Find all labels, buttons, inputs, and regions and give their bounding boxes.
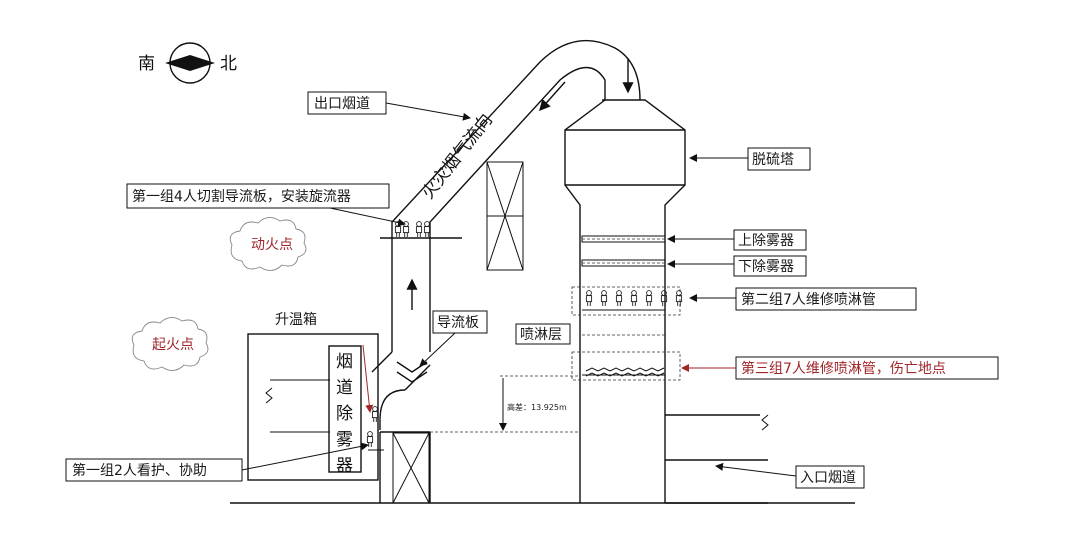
- height-dimension: 高差：13.925m: [430, 375, 580, 433]
- compass-south-label: 南: [138, 54, 155, 74]
- spray-layer-box: [515, 323, 571, 345]
- guide-plate-label: 导流板: [437, 315, 479, 331]
- outlet-flue: 火灾烟气流向: [391, 39, 641, 238]
- spray-layer-label: 喷淋层: [520, 327, 562, 343]
- fire-flow-label: 火灾烟气流向: [418, 110, 497, 203]
- group1-cut-box: [126, 183, 390, 209]
- height-diff-label: 高差：13.925m: [507, 402, 567, 412]
- group1-watch-label: 第一组2人看护、协助: [72, 462, 207, 479]
- upper-demister-label: 上除雾器: [738, 233, 794, 249]
- casualty-markers: [585, 367, 665, 377]
- inlet-flue-box: [795, 465, 865, 489]
- person-icon: [366, 406, 379, 448]
- group3-casualty-label: 第三组7人维修喷淋管，伤亡地点: [741, 360, 946, 377]
- flue-demister-char-2: 道: [336, 378, 353, 398]
- compass: 南 北: [138, 42, 237, 84]
- flue-demister-char-1: 烟: [336, 352, 353, 372]
- desulfurization-tower-label: 脱硫塔: [752, 152, 794, 168]
- vertical-flue: [371, 238, 431, 504]
- flue-demister: 烟 道 除 雾 器: [328, 345, 362, 476]
- compass-north-label: 北: [220, 54, 237, 74]
- group2-repair-label: 第二组7人维修喷淋管: [741, 291, 876, 308]
- group2-repair-box: [735, 287, 917, 311]
- cloud-icon: [131, 217, 307, 371]
- lower-demister-label: 下除雾器: [738, 259, 794, 275]
- desulfurization-tower-box: [747, 147, 811, 171]
- heating-box: 升温箱: [247, 312, 379, 481]
- flue-demister-char-4: 雾: [336, 430, 353, 450]
- person-icon: [394, 221, 431, 238]
- compass-icon: [165, 42, 215, 84]
- flue-demister-char-3: 除: [336, 404, 353, 424]
- person-icon: [585, 290, 683, 307]
- inlet-flue-label: 入口烟道: [800, 470, 856, 486]
- group1-cut-label: 第一组4人切割导流板，安装旋流器: [132, 188, 351, 205]
- outlet-flue-label: 出口烟道: [314, 96, 370, 112]
- ignition-arrow: [362, 344, 374, 413]
- lower-demister-box: [733, 255, 807, 277]
- flue-demister-char-5: 器: [336, 456, 353, 476]
- upper-demister-box: [733, 229, 807, 251]
- hot-work-point-label: 动火点: [251, 237, 293, 253]
- ignition-point-label: 起火点: [152, 337, 194, 353]
- heating-box-label: 升温箱: [275, 312, 317, 328]
- guide-plate-box: [432, 310, 488, 334]
